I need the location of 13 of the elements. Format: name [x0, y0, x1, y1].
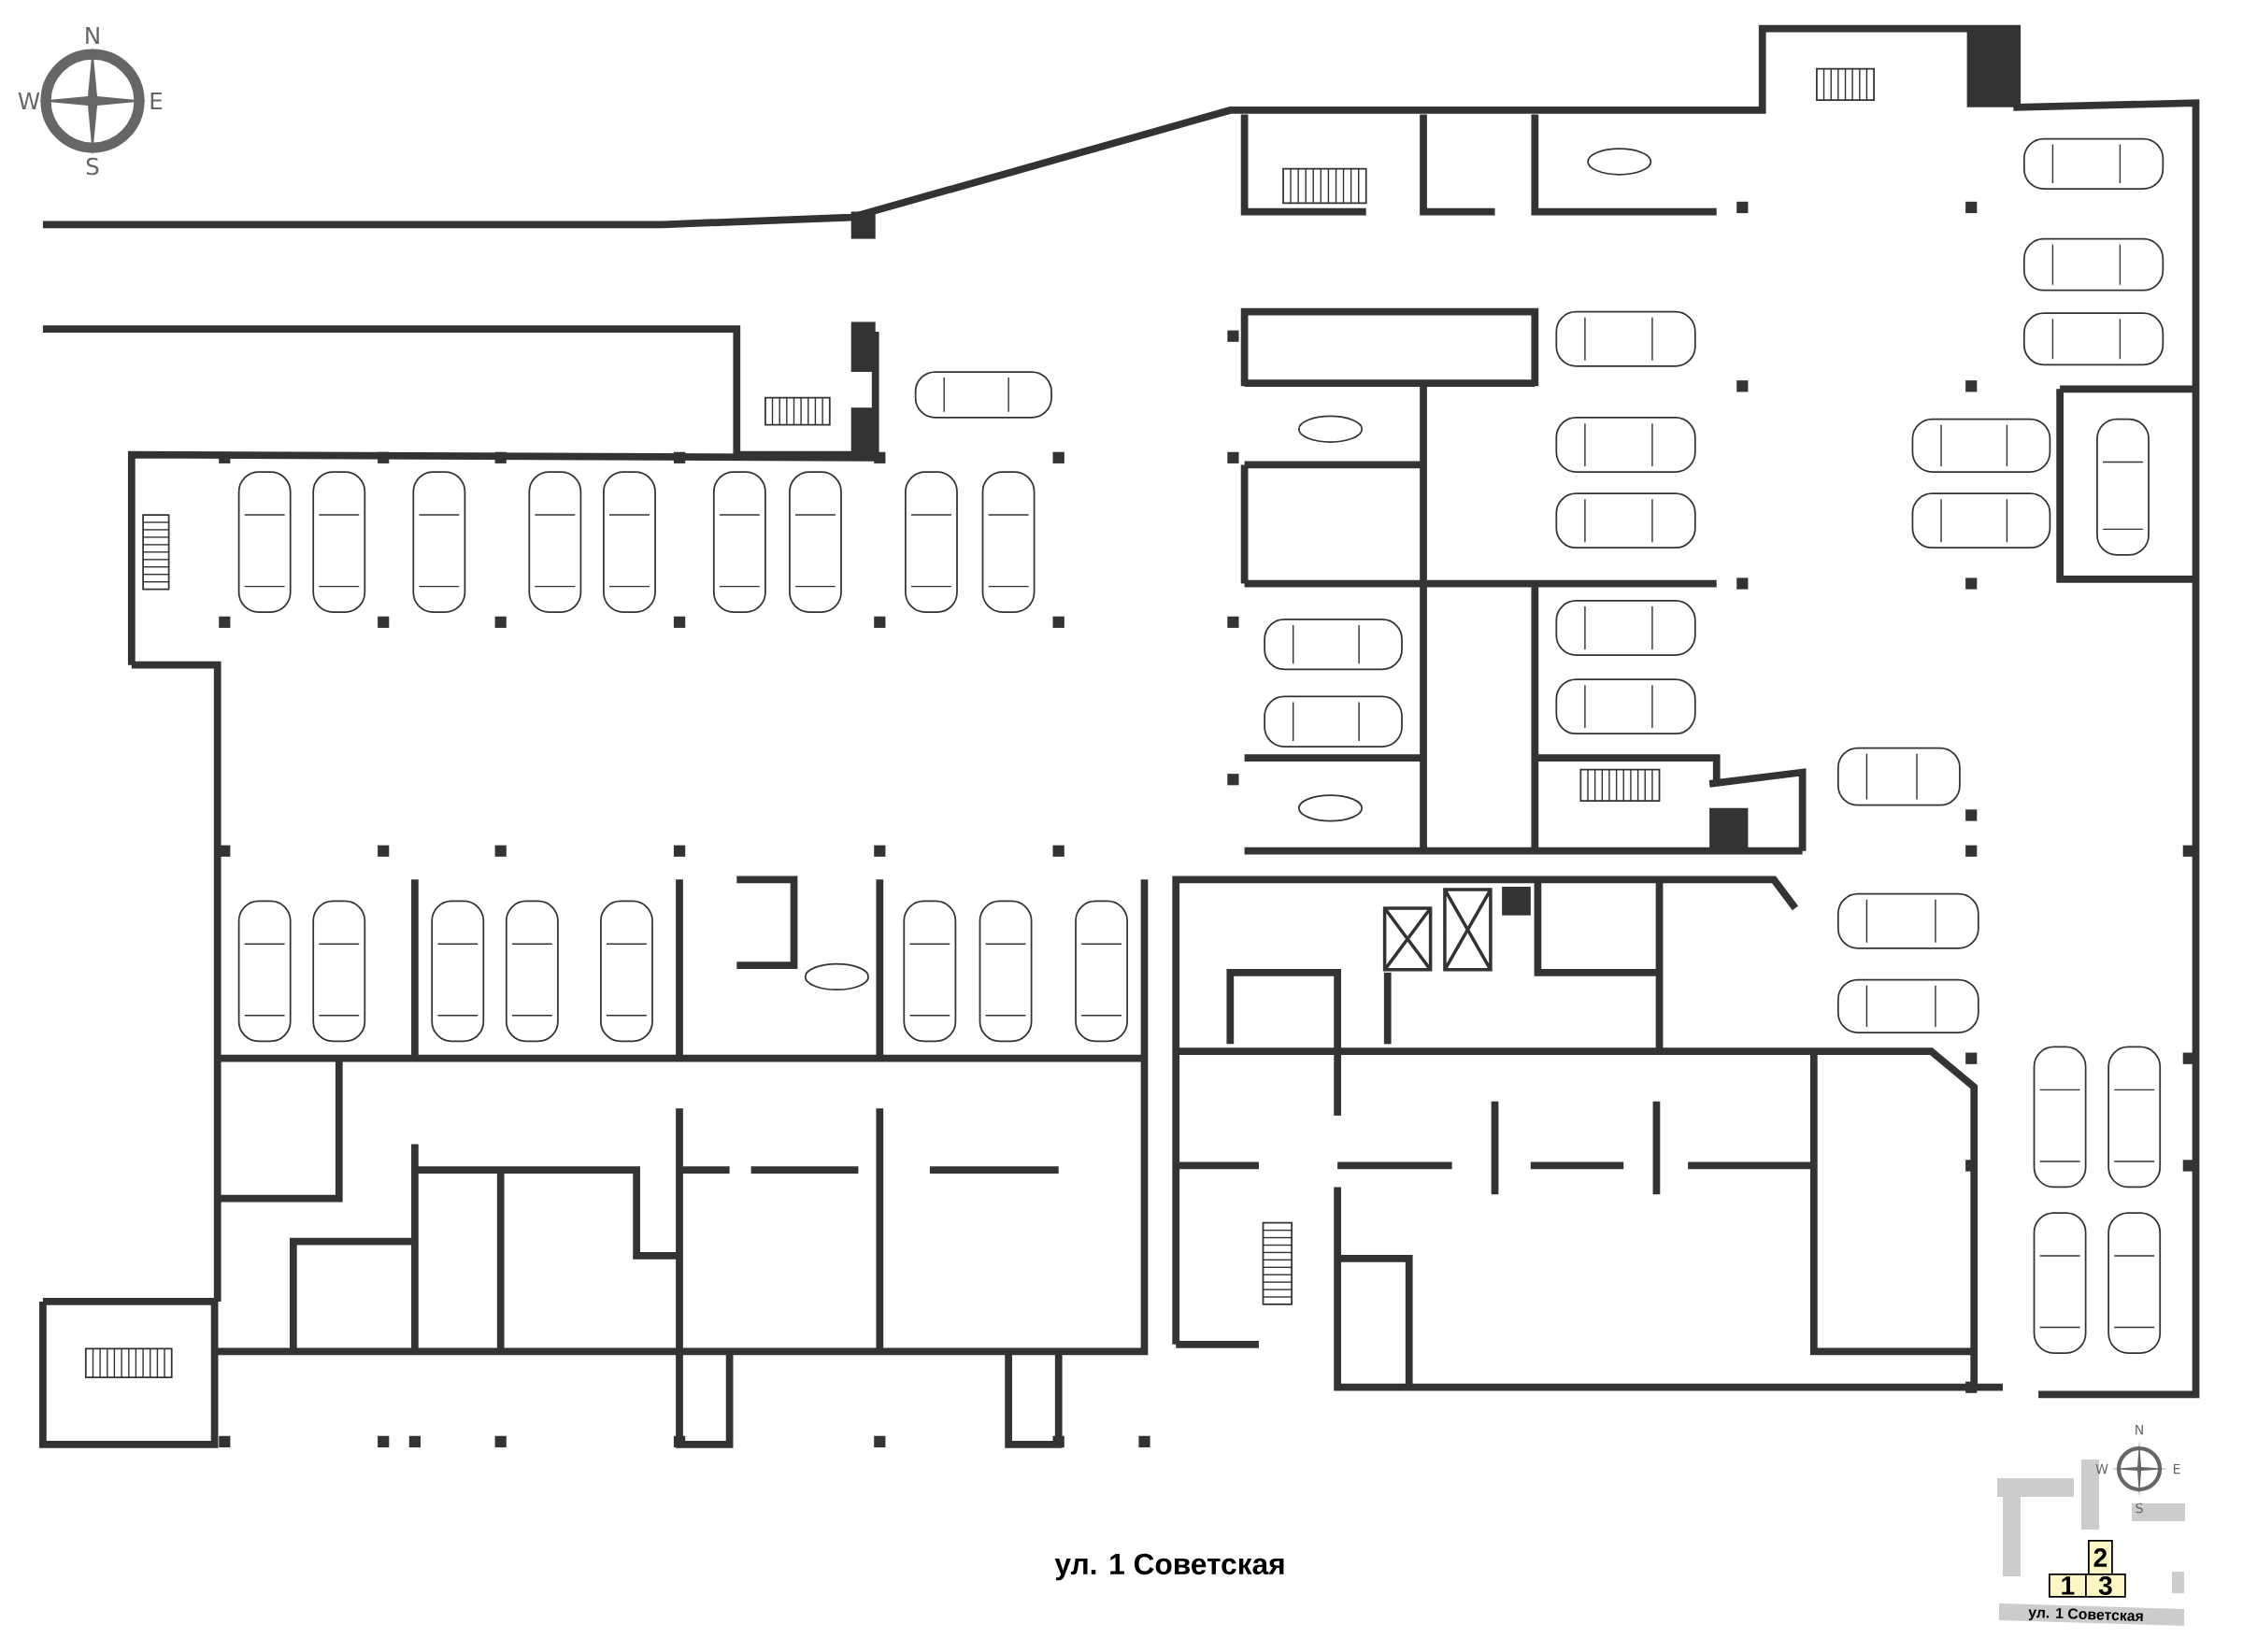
compass-letter: S	[2136, 1502, 2143, 1514]
compass-letter: N	[2136, 1424, 2143, 1435]
building-block: 3	[2085, 1574, 2126, 1598]
building-block: 2	[2088, 1540, 2113, 1575]
compass-letter: E	[2173, 1463, 2180, 1474]
compass-letter: E	[150, 93, 163, 109]
compass-letter: S	[86, 157, 99, 176]
compass-letter: W	[18, 93, 40, 109]
building-block: 1	[2049, 1574, 2087, 1598]
compass-letter: N	[86, 27, 99, 44]
compass-letter: W	[2095, 1463, 2108, 1474]
street-label: ул. 1 Советская	[1054, 1553, 1284, 1581]
street-label: ул. 1 Советская	[2028, 1608, 2143, 1622]
